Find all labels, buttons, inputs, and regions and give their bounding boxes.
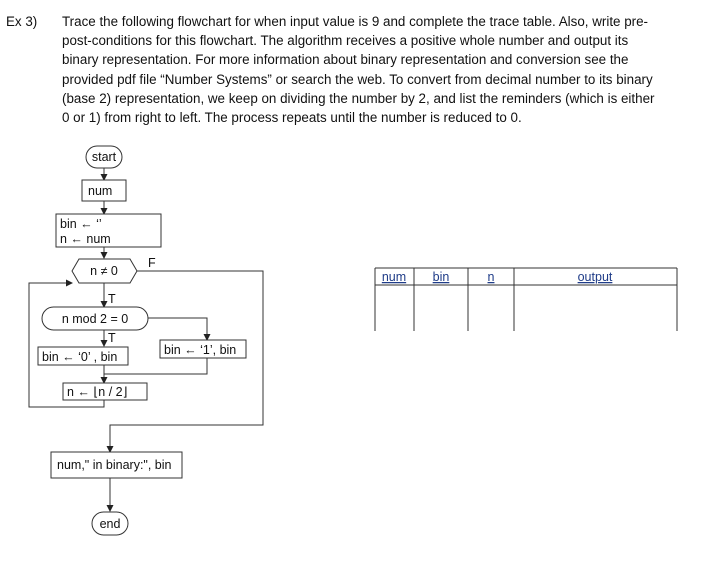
start-terminal: start	[85, 145, 123, 169]
init-box: bin ← ‘’ n ← num	[55, 213, 162, 248]
table-header-output: output	[578, 270, 613, 284]
exercise-line: Trace the following flowchart for when i…	[62, 14, 649, 29]
arrow-mod-false	[148, 317, 211, 341]
end-terminal: end	[91, 511, 129, 536]
exercise-line: binary representation. For more informat…	[62, 52, 629, 68]
loop-true-label: T	[108, 292, 116, 306]
output-box: num," in binary:", bin	[50, 451, 183, 479]
exercise-line: provided pdf file “Number Systems” or se…	[62, 71, 653, 87]
exercise-body: Trace the following flowchart for when i…	[62, 12, 696, 127]
init-line-1: bin ← ‘’	[60, 217, 102, 231]
exercise-line: (base 2) representation, we keep on divi…	[62, 90, 655, 106]
assign-zero-box: bin ← ‘0’ , bin	[37, 346, 129, 366]
arrow-loop-back	[28, 279, 105, 408]
loop-condition-label: n ≠ 0	[90, 264, 118, 278]
output-label: num," in binary:", bin	[57, 458, 172, 472]
table-header-num: num	[382, 270, 406, 284]
mod-condition: n mod 2 = 0	[41, 306, 149, 331]
table-header-bin: bin	[433, 270, 450, 284]
start-label: start	[92, 150, 117, 164]
assign-one-label: bin ← ‘1’, bin	[164, 343, 236, 357]
mod-condition-label: n mod 2 = 0	[62, 312, 128, 326]
loop-condition: n ≠ 0	[71, 258, 138, 284]
assign-one-box: bin ← ‘1’, bin	[159, 339, 247, 359]
input-box: num	[81, 179, 127, 202]
halve-box: n ← ⌊n / 2⌋	[62, 382, 148, 401]
end-label: end	[100, 517, 121, 531]
trace-table	[374, 267, 678, 331]
halve-label: n ← ⌊n / 2⌋	[67, 385, 127, 399]
table-header-n: n	[488, 270, 495, 284]
exercise-line: 0 or 1) from right to left. The process …	[62, 110, 522, 126]
loop-false-label: F	[148, 256, 156, 270]
mod-true-label: T	[108, 331, 116, 345]
exercise-line: post-conditions for this flowchart. The …	[62, 33, 629, 49]
input-label: num	[88, 184, 112, 198]
arrow-loop-false	[106, 270, 264, 453]
init-line-2: n ← num	[60, 232, 111, 246]
exercise-number: Ex 3)	[6, 14, 38, 29]
assign-zero-label: bin ← ‘0’ , bin	[42, 350, 117, 364]
